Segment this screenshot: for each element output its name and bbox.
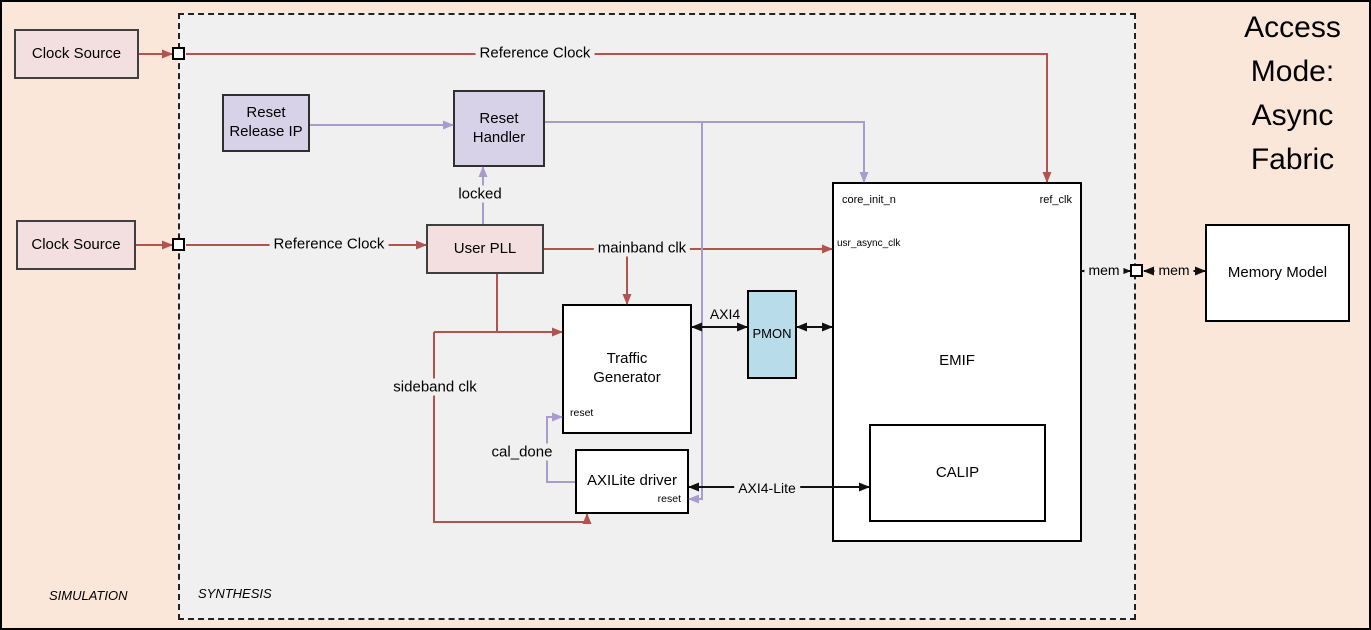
traffic-generator-block: Traffic Generator reset: [562, 304, 692, 434]
reset-handler-block: Reset Handler: [453, 90, 545, 167]
emif-usr-async-clk-pin: usr_async_clk: [837, 238, 901, 249]
title-line-1: Access: [1244, 11, 1341, 44]
clock-source-2-label: Clock Source: [31, 235, 121, 253]
emif-ref-clk-pin: ref_clk: [1039, 194, 1072, 206]
axi4-label: AXI4: [705, 306, 745, 322]
emif-core-init-n-pin: core_init_n: [842, 194, 896, 206]
user-pll-block: User PLL: [426, 224, 544, 274]
mem-inner-label: mem: [1084, 262, 1124, 278]
clock-source-2-block: Clock Source: [16, 220, 136, 270]
axilite-driver-label: AXILite driver: [586, 472, 678, 490]
reset-handler-label: Reset Handler: [472, 109, 526, 146]
reset-release-ip-label: Reset Release IP: [229, 104, 303, 140]
pmon-label: PMON: [752, 326, 792, 342]
sideband-clk-label: sideband clk: [389, 378, 481, 396]
boundary-port-refclk-top: [172, 47, 185, 60]
title-line-2: Mode:: [1250, 55, 1335, 88]
clock-source-1-block: Clock Source: [14, 29, 139, 79]
calip-block: CALIP: [869, 424, 1046, 522]
traffic-generator-label: Traffic Generator: [593, 350, 661, 386]
traffic-generator-reset-pin: reset: [570, 406, 594, 419]
memory-model-label: Memory Model: [1227, 263, 1328, 281]
title-line-3: Async: [1251, 99, 1334, 132]
title-line-4: Fabric: [1250, 143, 1335, 176]
axi4-lite-label: AXI4-Lite: [734, 480, 800, 496]
axilite-driver-reset-pin: reset: [657, 492, 681, 505]
axilite-driver-block: AXILite driver reset: [575, 449, 689, 514]
clock-source-1-label: Clock Source: [31, 44, 122, 62]
mainband-clk-label: mainband clk: [593, 239, 691, 257]
access-mode-title: Access Mode: Async Fabric: [1220, 6, 1365, 182]
synthesis-region-label: SYNTHESIS: [198, 586, 272, 601]
pmon-block: PMON: [747, 290, 797, 379]
memory-model-block: Memory Model: [1205, 224, 1350, 322]
reference-clock-mid-label: Reference Clock: [269, 235, 389, 253]
mem-outer-label: mem: [1154, 262, 1194, 278]
simulation-region-label: SIMULATION: [49, 588, 128, 603]
reference-clock-top-label: Reference Clock: [475, 44, 595, 62]
cal-done-label: cal_done: [487, 443, 557, 461]
boundary-port-refclk-mid: [172, 238, 185, 251]
user-pll-label: User PLL: [453, 239, 517, 257]
locked-label: locked: [454, 185, 506, 203]
emif-label: EMIF: [939, 352, 975, 369]
reset-release-ip-block: Reset Release IP: [222, 94, 310, 152]
calip-label: CALIP: [935, 463, 980, 481]
boundary-port-mem: [1130, 264, 1143, 277]
